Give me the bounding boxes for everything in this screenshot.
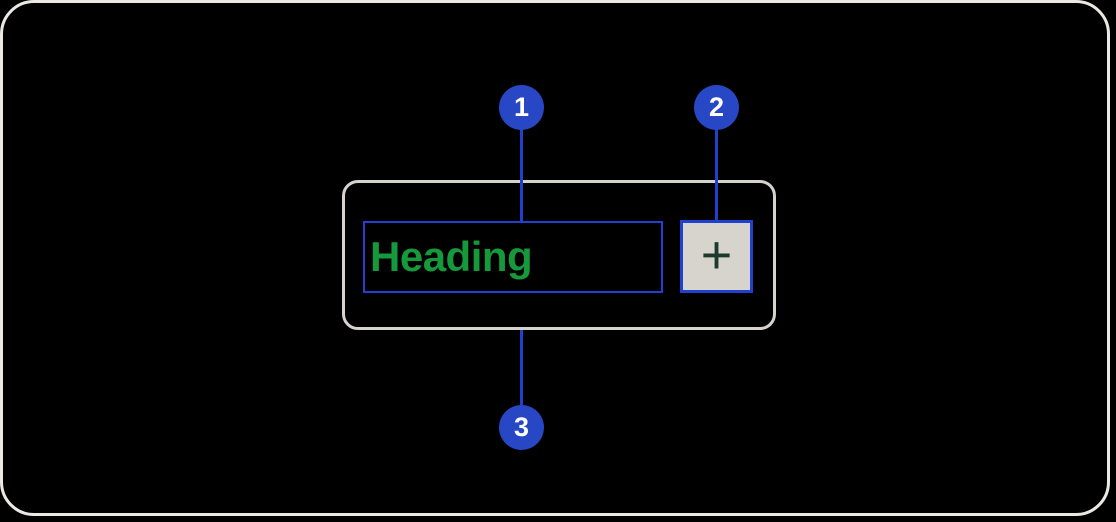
callout-1-line [520, 129, 523, 221]
callout-3-number: 3 [513, 412, 530, 442]
callout-2-line [715, 129, 718, 220]
callout-3-line [520, 330, 523, 406]
heading-label: Heading [370, 233, 533, 280]
callout-1-badge: 1 [499, 85, 544, 130]
expand-button: + [680, 220, 753, 293]
callout-2-number: 2 [708, 92, 725, 122]
callout-2-badge: 2 [694, 85, 739, 130]
callout-3-badge: 3 [499, 405, 544, 450]
plus-icon: + [700, 224, 733, 285]
heading-highlight-box: Heading [363, 221, 663, 293]
callout-1-number: 1 [513, 92, 530, 122]
accordion-header-container [342, 180, 776, 330]
